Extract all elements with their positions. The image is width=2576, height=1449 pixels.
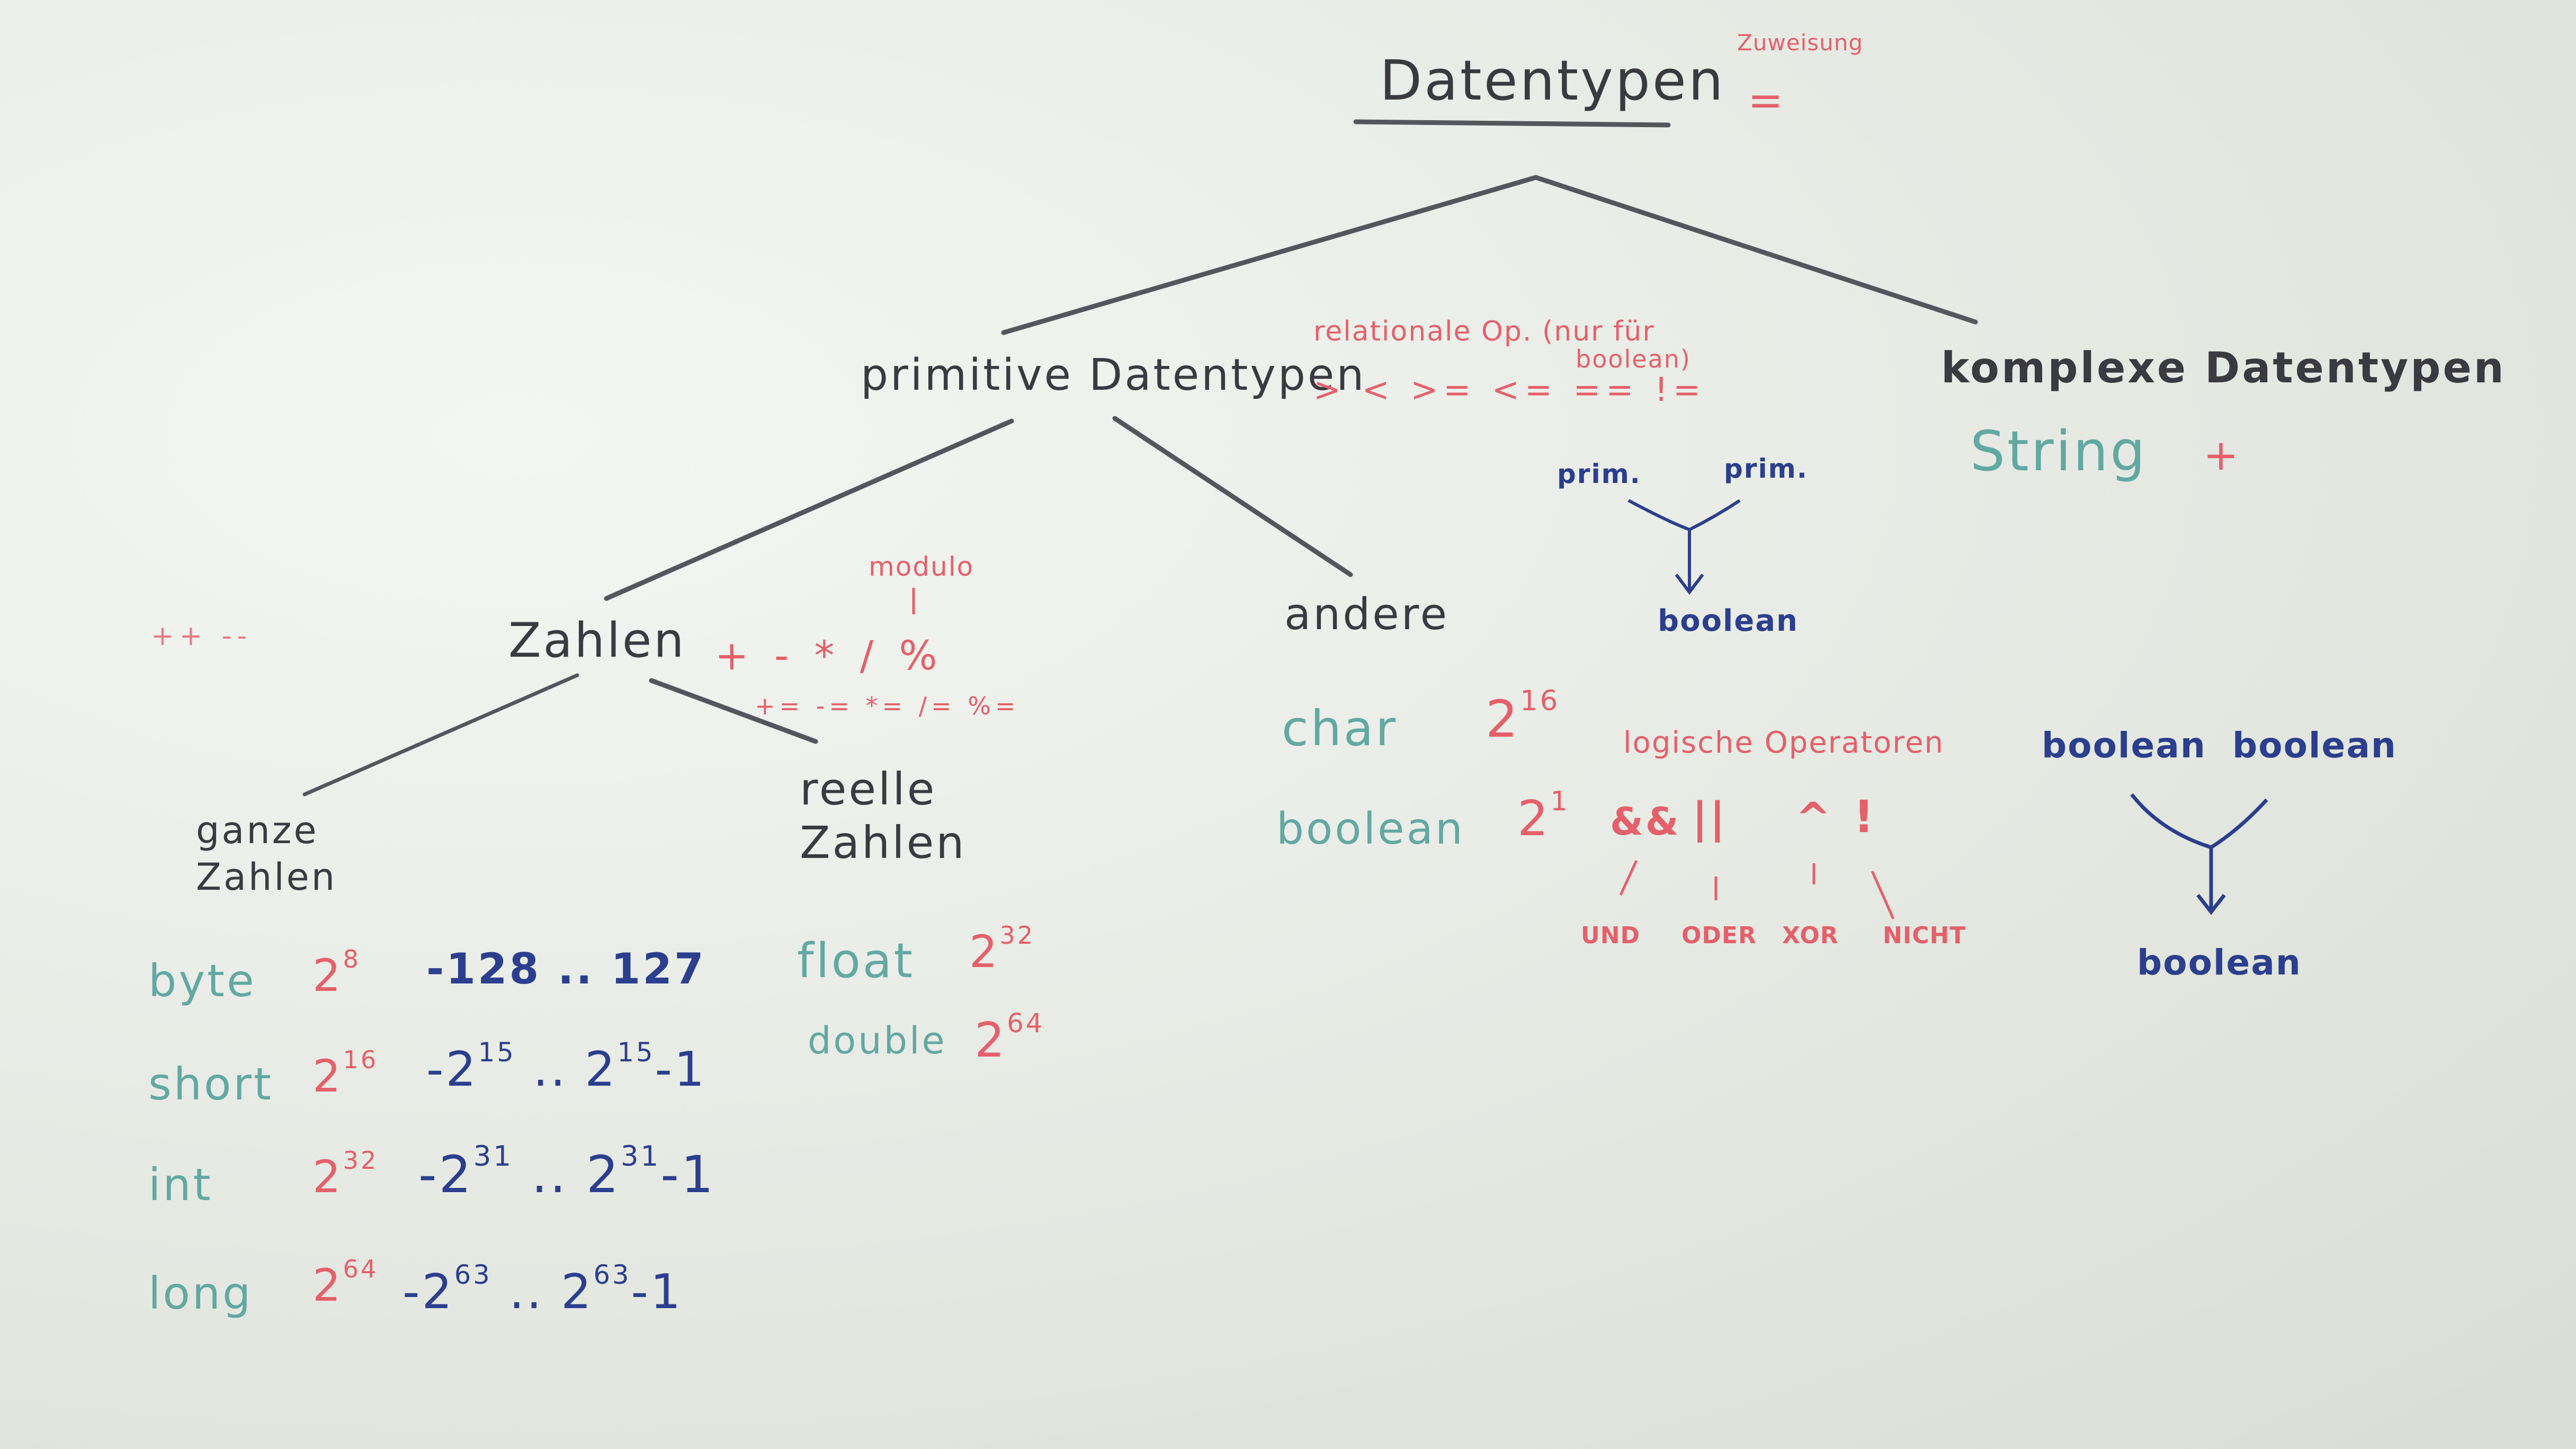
- type-long: long: [148, 1267, 253, 1319]
- size-short: 216: [312, 1045, 379, 1102]
- andere-label: andere: [1284, 589, 1450, 640]
- logical-name-or: ODER: [1681, 922, 1757, 949]
- ganze-zahlen-label: ganze Zahlen: [196, 809, 337, 899]
- range-byte: -128 .. 127: [426, 944, 706, 994]
- reelle-zahlen-label: reelle Zahlen: [800, 763, 967, 869]
- size-int: 232: [312, 1146, 379, 1203]
- size-byte: 28: [312, 945, 361, 1001]
- logical-op-and: &&: [1610, 799, 1681, 844]
- boolean-left: boolean: [2042, 725, 2206, 766]
- zahlen-label: Zahlen: [508, 613, 686, 668]
- relational-ops: > < >= <= == !=: [1313, 370, 1706, 409]
- prim-left: prim.: [1557, 459, 1641, 489]
- logical-name-not: NICHT: [1883, 922, 1966, 949]
- zahlen-assign-ops: += -= *= /= %=: [755, 692, 1020, 720]
- type-short: short: [148, 1058, 273, 1110]
- range-short: -215 .. 215-1: [426, 1037, 707, 1097]
- logical-name-xor: XOR: [1782, 922, 1839, 949]
- string-type: String: [1970, 419, 2148, 484]
- logical-op-xor: ^: [1795, 793, 1833, 843]
- board-title: Datentypen: [1380, 48, 1725, 113]
- relational-result: boolean: [1658, 604, 1799, 638]
- string-plus-op: +: [2203, 431, 2241, 480]
- primitive-heading: primitive Datentypen: [861, 350, 1366, 400]
- logical-name-and: UND: [1581, 922, 1641, 949]
- range-int: -231 .. 231-1: [418, 1140, 715, 1204]
- logical-op-not: !: [1854, 791, 1876, 843]
- type-float: float: [797, 933, 915, 989]
- relational-label-2: boolean): [1576, 345, 1691, 373]
- inc-dec-ops: ++ --: [151, 620, 253, 652]
- relational-label: relationale Op. (nur für: [1313, 316, 1655, 347]
- boolean-right: boolean: [2232, 725, 2397, 766]
- boolean-result: boolean: [2137, 942, 2302, 983]
- size-char: 216: [1486, 685, 1560, 749]
- logical-label: logische Operatoren: [1623, 726, 1945, 760]
- prim-right: prim.: [1724, 453, 1808, 484]
- size-double: 264: [974, 1008, 1045, 1068]
- zuweisung-label: Zuweisung: [1737, 30, 1864, 56]
- zahlen-ops: + - * / %: [715, 632, 944, 679]
- type-byte: byte: [148, 955, 256, 1007]
- size-long: 264: [312, 1255, 379, 1311]
- komplexe-heading: komplexe Datentypen: [1941, 343, 2506, 392]
- modulo-label: modulo: [869, 551, 974, 582]
- logical-op-or: ||: [1692, 793, 1728, 843]
- type-int: int: [148, 1159, 213, 1211]
- type-double: double: [808, 1019, 947, 1062]
- size-float: 232: [969, 921, 1035, 978]
- type-boolean: boolean: [1276, 804, 1465, 854]
- range-long: -263 .. 263-1: [402, 1259, 683, 1320]
- size-boolean: 21: [1517, 785, 1570, 847]
- zuweisung-symbol: =: [1748, 76, 1786, 125]
- type-char: char: [1282, 700, 1398, 757]
